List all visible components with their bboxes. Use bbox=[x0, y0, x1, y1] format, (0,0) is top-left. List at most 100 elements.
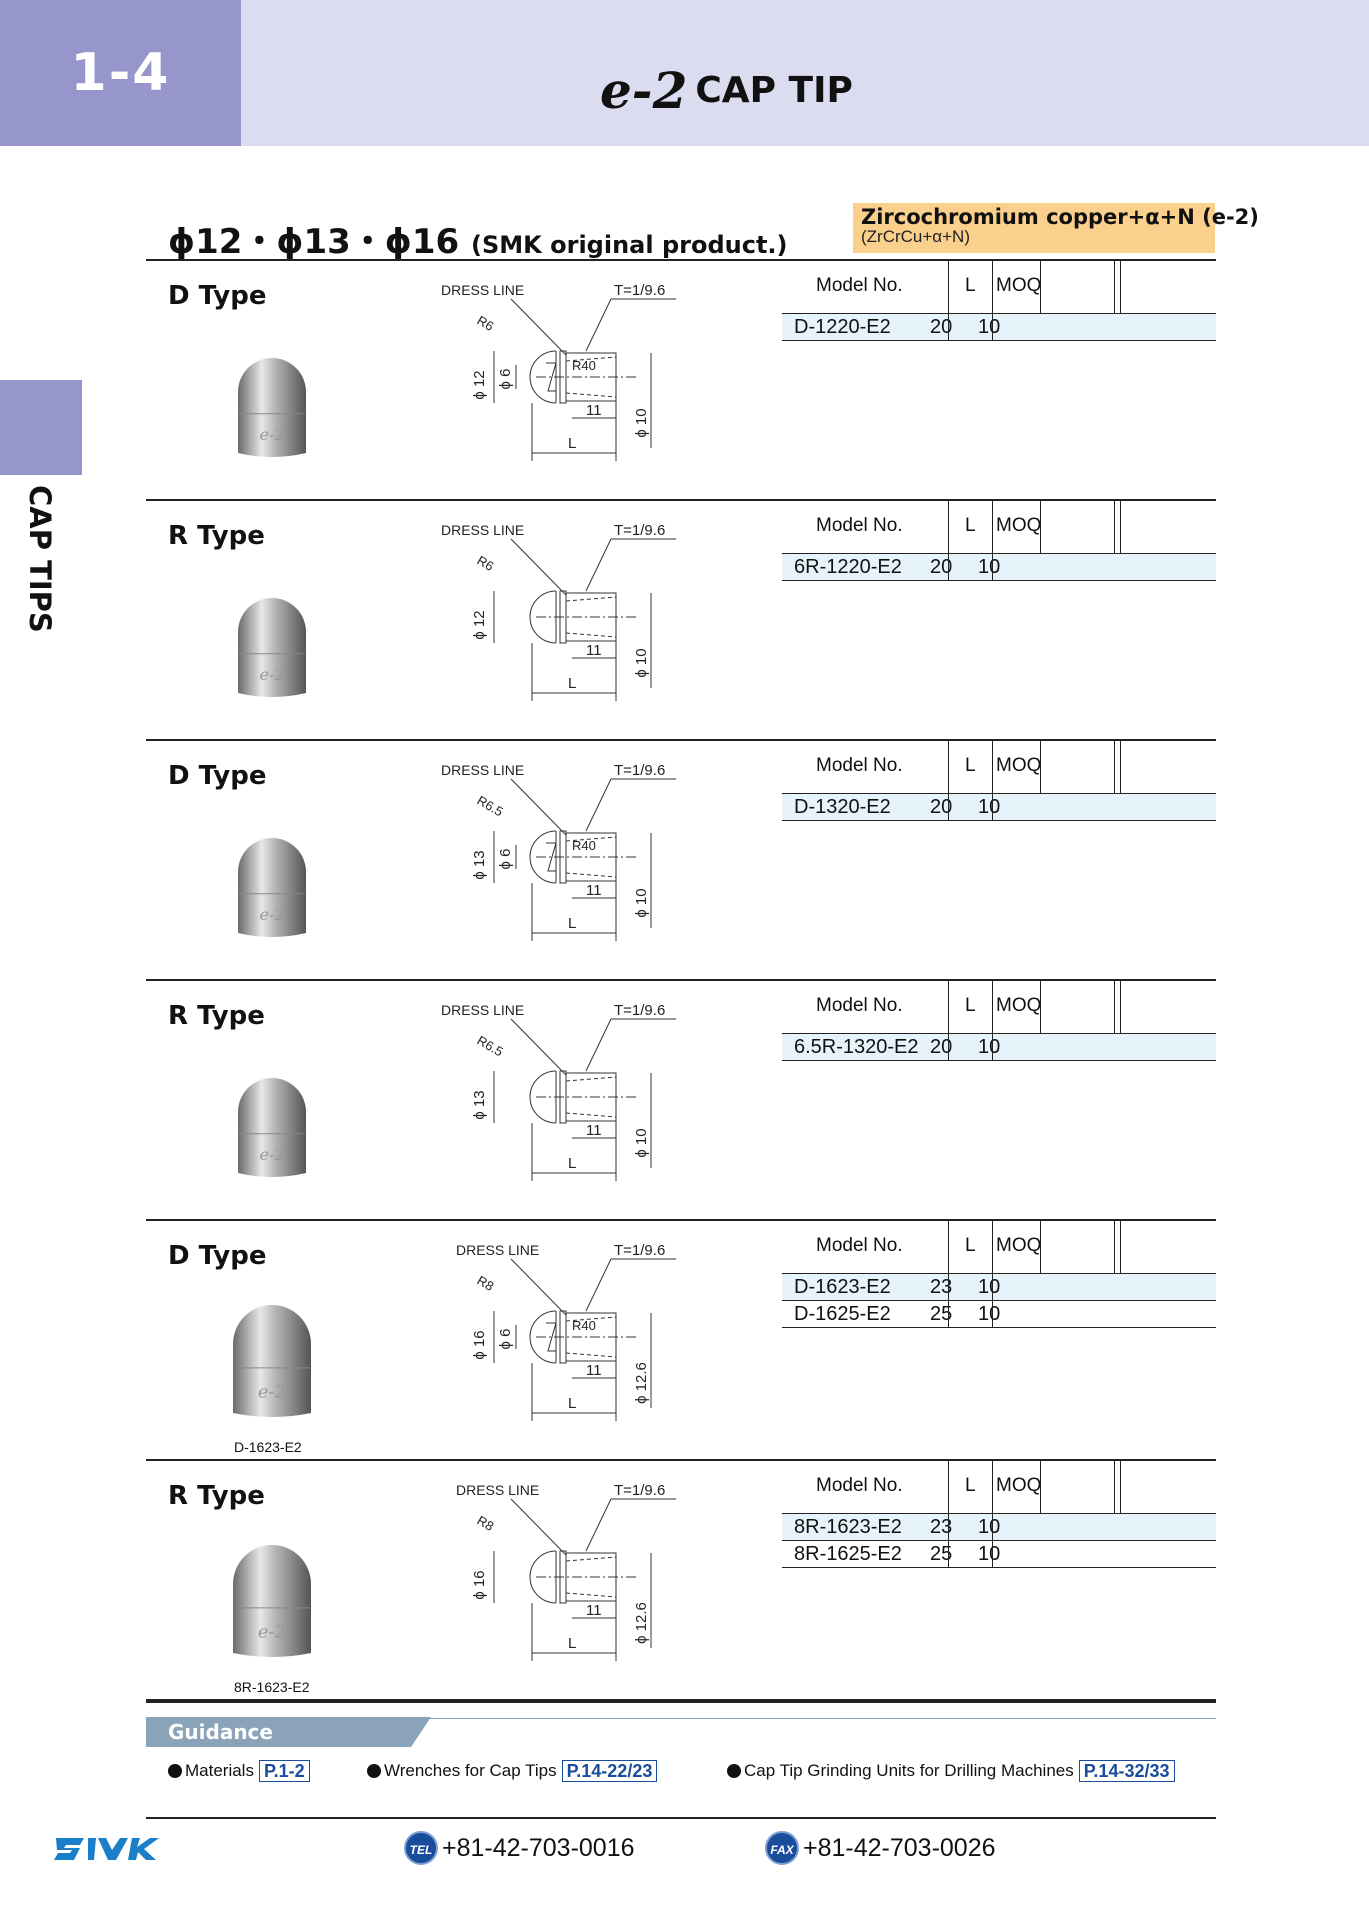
table-divider bbox=[1120, 261, 1121, 313]
divider bbox=[146, 1817, 1216, 1819]
table-divider bbox=[1040, 981, 1041, 1033]
taper-label: T=1/9.6 bbox=[614, 1243, 665, 1259]
table-divider bbox=[1040, 741, 1041, 793]
table-divider bbox=[992, 261, 993, 341]
type-title: D Type bbox=[168, 281, 267, 311]
table-divider bbox=[992, 501, 993, 581]
length-value: 25 bbox=[930, 1543, 953, 1565]
section-number: 1-4 bbox=[0, 0, 241, 146]
table-divider bbox=[948, 1461, 949, 1568]
material-badge: Zircochromium copper+α+N (e-2) (ZrCrCu+α… bbox=[853, 203, 1259, 253]
table-divider bbox=[1114, 261, 1115, 313]
length-value: 20 bbox=[930, 796, 953, 818]
cap-tip-photo: e-2 bbox=[238, 598, 306, 697]
brand-mark: e-2 bbox=[600, 60, 688, 120]
guidance-label: Guidance bbox=[146, 1717, 431, 1747]
model-number: 8R-1623-E2 bbox=[794, 1516, 902, 1538]
length-l-label: L bbox=[568, 435, 576, 452]
photo-caption: D-1623-E2 bbox=[234, 1439, 302, 1455]
page-ref-link[interactable]: P.14-22/23 bbox=[561, 1760, 658, 1782]
bore-diameter-label: ϕ 10 bbox=[633, 648, 650, 677]
dress-line-label: DRESS LINE bbox=[441, 283, 524, 298]
type-title: D Type bbox=[168, 1241, 267, 1271]
guidance-item-wrenches[interactable]: Wrenches for Cap Tips P.14-22/23 bbox=[367, 1760, 658, 1782]
side-tab bbox=[0, 380, 82, 475]
l-column-header: L bbox=[965, 1475, 976, 1496]
bullet-icon bbox=[168, 1764, 182, 1778]
model-number: D-1623-E2 bbox=[794, 1276, 891, 1298]
table-divider bbox=[1040, 1461, 1041, 1513]
table-divider bbox=[948, 741, 949, 821]
bore-diameter-label: ϕ 10 bbox=[633, 408, 650, 437]
length-l-label: L bbox=[568, 1395, 576, 1412]
inner-diameter-label: ϕ 6 bbox=[497, 369, 514, 390]
table-divider bbox=[1114, 1221, 1115, 1273]
taper-label: T=1/9.6 bbox=[614, 523, 665, 539]
length-11-label: 11 bbox=[586, 402, 602, 419]
moq-value: 10 bbox=[978, 1543, 1001, 1565]
moq-value: 10 bbox=[978, 316, 1001, 338]
moq-column-header: MOQ bbox=[996, 1235, 1042, 1256]
table-divider bbox=[1120, 981, 1121, 1033]
page-title: e-2 CAP TIP bbox=[600, 60, 853, 120]
model-column-header: Model No. bbox=[816, 275, 903, 296]
outer-diameter-label: ϕ 13 bbox=[471, 1090, 488, 1119]
page-ref-link[interactable]: P.1-2 bbox=[258, 1760, 310, 1782]
moq-column-header: MOQ bbox=[996, 1475, 1042, 1496]
cap-tip-photo: e-2 bbox=[233, 1545, 311, 1657]
taper-label: T=1/9.6 bbox=[614, 1483, 665, 1499]
divider bbox=[146, 499, 1216, 501]
length-l-label: L bbox=[568, 915, 576, 932]
model-number: 6R-1220-E2 bbox=[794, 556, 902, 578]
model-number: D-1320-E2 bbox=[794, 796, 891, 818]
page-ref-link[interactable]: P.14-32/33 bbox=[1078, 1760, 1175, 1782]
guidance-item-materials[interactable]: Materials P.1-2 bbox=[168, 1760, 310, 1782]
outer-diameter-label: ϕ 12 bbox=[471, 610, 488, 639]
moq-column-header: MOQ bbox=[996, 755, 1042, 776]
moq-value: 10 bbox=[978, 1303, 1001, 1325]
table-divider bbox=[948, 261, 949, 341]
length-value: 25 bbox=[930, 1303, 953, 1325]
svg-text:e-2: e-2 bbox=[258, 1381, 286, 1402]
divider bbox=[146, 1459, 1216, 1461]
outer-diameter-label: ϕ 12 bbox=[471, 370, 488, 399]
length-11-label: 11 bbox=[586, 1602, 602, 1619]
dress-line-label: DRESS LINE bbox=[441, 1003, 524, 1018]
cap-tip-photo: e-2 bbox=[238, 358, 306, 457]
radius-label: R6.5 bbox=[475, 1033, 506, 1060]
length-value: 20 bbox=[930, 1036, 953, 1058]
r40-label: R40 bbox=[572, 358, 596, 373]
product-note: (SMK original product.) bbox=[471, 231, 788, 259]
model-number: D-1220-E2 bbox=[794, 316, 891, 338]
guidance-item-grinding-units[interactable]: Cap Tip Grinding Units for Drilling Mach… bbox=[727, 1760, 1175, 1782]
divider bbox=[146, 1701, 1216, 1703]
svg-text:e-2: e-2 bbox=[258, 1621, 286, 1642]
dress-line-label: DRESS LINE bbox=[441, 763, 524, 778]
divider bbox=[146, 739, 1216, 741]
model-column-header: Model No. bbox=[816, 515, 903, 536]
table-divider bbox=[1040, 1221, 1041, 1273]
taper-label: T=1/9.6 bbox=[614, 1003, 665, 1019]
table-divider bbox=[1114, 501, 1115, 553]
radius-label: R6 bbox=[475, 313, 497, 334]
moq-column-header: MOQ bbox=[996, 275, 1042, 296]
model-column-header: Model No. bbox=[816, 995, 903, 1016]
table-divider bbox=[1120, 1221, 1121, 1273]
table-divider bbox=[1114, 741, 1115, 793]
moq-value: 10 bbox=[978, 556, 1001, 578]
cap-tip-photo: e-2 bbox=[238, 838, 306, 937]
